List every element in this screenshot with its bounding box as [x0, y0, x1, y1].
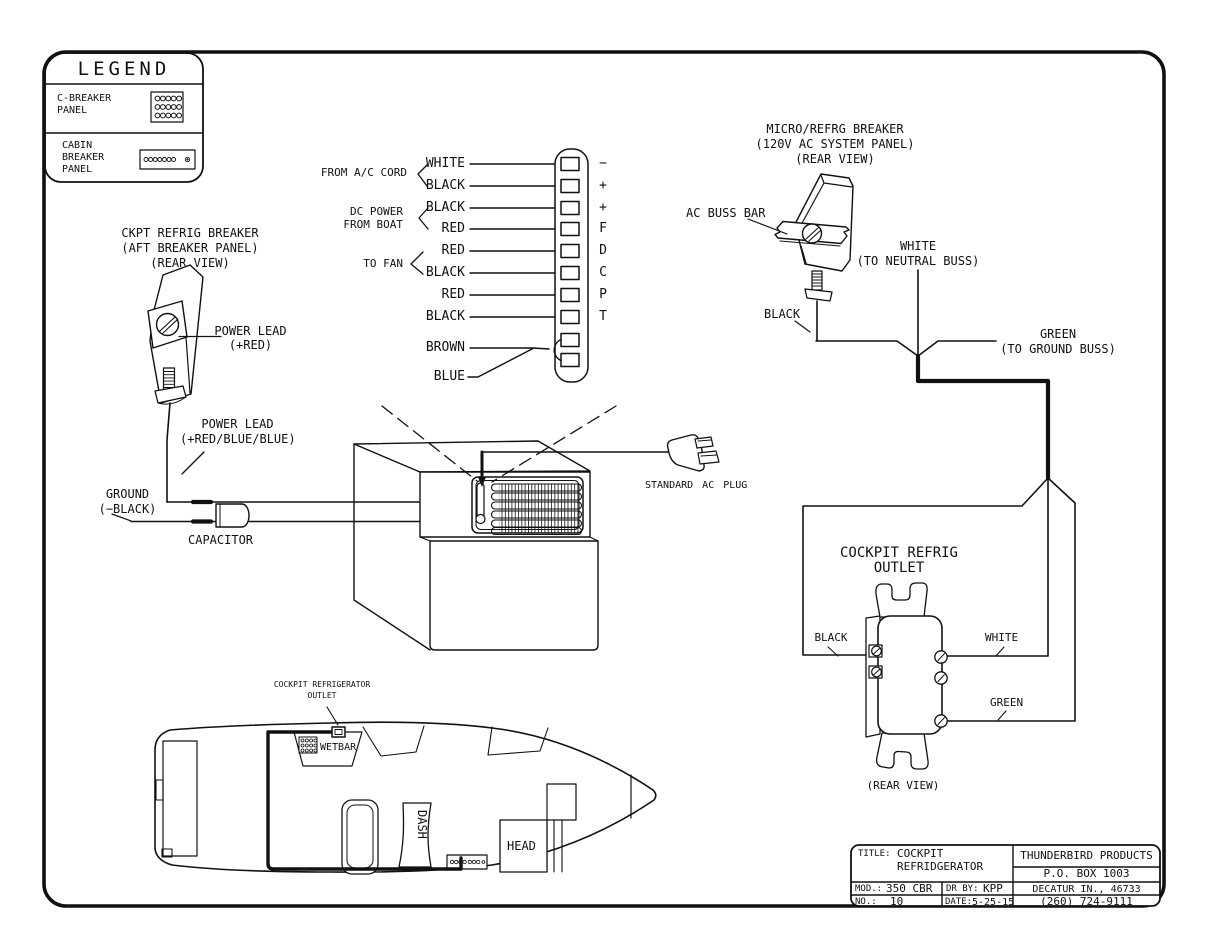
- titleblock-drby-label: DR BY:: [946, 884, 979, 894]
- terminal-label: F: [599, 221, 607, 236]
- standard-ac-plug-label: STANDARD AC PLUG: [645, 480, 748, 491]
- outlet-black-label: BLACK: [814, 631, 848, 644]
- titleblock-title-label: TITLE:: [858, 849, 891, 859]
- power-lead-red-blue-label: POWER LEAD (+RED/BLUE/BLUE): [180, 417, 296, 446]
- titleblock-mod-value: 350 CBR: [886, 882, 933, 895]
- outlet-rear-view-label: (REAR VIEW): [866, 779, 940, 792]
- terminal-label: P: [599, 287, 607, 302]
- boat-wetbar-label: WETBAR: [320, 742, 357, 753]
- titleblock-drby-value: KPP: [983, 882, 1003, 895]
- legend-item-cabin-breaker-label: CABIN BREAKER PANEL: [62, 140, 105, 175]
- wire-label: RED: [441, 243, 465, 258]
- ckpt-breaker-title: CKPT REFRIG BREAKER (AFT BREAKER PANEL) …: [121, 226, 259, 270]
- wire-label: BLACK: [425, 265, 465, 280]
- titleblock-no-value: 10: [890, 895, 904, 908]
- titleblock-no-label: NO.:: [855, 897, 877, 907]
- terminal-label: D: [599, 243, 607, 258]
- ac-buss-bar-label: AC BUSS BAR: [686, 206, 766, 220]
- green-ground-buss-label: GREEN (TO GROUND BUSS): [1000, 327, 1116, 356]
- white-neutral-buss-label: WHITE (TO NEUTRAL BUSS): [856, 239, 980, 268]
- group-label-dc-power-from-boat: DC POWER FROM BOAT: [343, 205, 403, 231]
- power-lead-red-label: POWER LEAD (+RED): [214, 324, 287, 352]
- wire-label: BLACK: [425, 178, 465, 193]
- micro-breaker-title: MICRO/REFRG BREAKER (120V AC SYSTEM PANE…: [755, 122, 915, 166]
- terminal-label: −: [599, 156, 607, 171]
- terminal-label: T: [599, 309, 607, 324]
- wire-label: BLACK: [425, 309, 465, 324]
- cockpit-refrig-outlet-title: COCKPIT REFRIG OUTLET: [839, 545, 958, 576]
- ground-label: GROUND (−BLACK): [98, 487, 157, 516]
- group-label-from-ac-cord: FROM A/C CORD: [320, 166, 407, 179]
- wire-label: RED: [441, 287, 465, 302]
- boat-outlet-label: COCKPIT REFRIGERATOR OUTLET: [273, 680, 371, 700]
- legend-item-c-breaker-label: C-BREAKER PANEL: [57, 93, 112, 116]
- black-wire-label: BLACK: [764, 307, 801, 321]
- titleblock-address: DECATUR IN., 46733: [1032, 883, 1141, 895]
- terminal-label: +: [599, 200, 607, 215]
- wire-label: WHITE: [425, 156, 465, 171]
- titleblock-date-label: DATE:: [945, 897, 973, 907]
- titleblock-po-box: P.O. BOX 1003: [1043, 867, 1130, 880]
- titleblock-company: THUNDERBIRD PRODUCTS: [1020, 849, 1153, 862]
- wire-label: BLUE: [433, 369, 465, 384]
- capacitor-label: CAPACITOR: [188, 533, 254, 547]
- terminal-label: C: [599, 265, 607, 280]
- wire-label: RED: [441, 221, 465, 236]
- wire-label: BLACK: [425, 200, 465, 215]
- outlet-green-label: GREEN: [990, 696, 1024, 709]
- boat-head-label: HEAD: [507, 839, 536, 853]
- titleblock-date-value: 5-25-15: [972, 896, 1015, 908]
- titleblock-mod-label: MOD.:: [855, 884, 883, 894]
- legend-title: LEGEND: [77, 58, 171, 80]
- terminal-label: +: [599, 178, 607, 193]
- titleblock-title-value: COCKPIT REFRIDGERATOR: [897, 847, 984, 873]
- titleblock-phone: (260) 724-9111: [1040, 895, 1133, 908]
- group-label-to-fan: TO FAN: [363, 257, 403, 270]
- boat-dash-label: DASH: [415, 810, 429, 839]
- outlet-white-label: WHITE: [985, 631, 1019, 644]
- wire-label: BROWN: [425, 340, 465, 355]
